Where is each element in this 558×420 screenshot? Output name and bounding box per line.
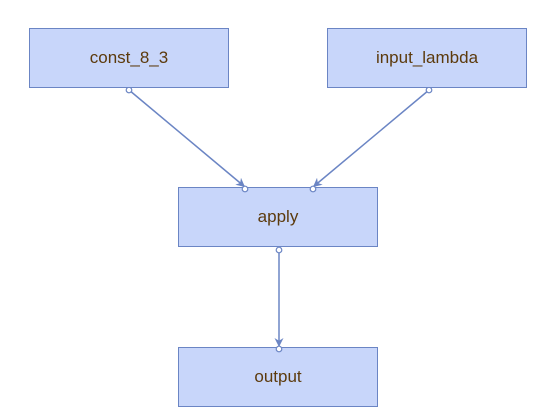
node-label: output (254, 367, 302, 386)
node-label: const_8_3 (89, 48, 169, 67)
node-input-lambda[interactable]: input_lambda (327, 28, 527, 88)
node-label: input_lambda (375, 48, 479, 67)
port-const-out (125, 86, 133, 94)
edge-const-to-apply (125, 86, 246, 188)
node-apply[interactable]: apply (178, 187, 378, 247)
node-const-8-3[interactable]: const_8_3 (29, 28, 229, 88)
edge-apply-to-output (274, 246, 284, 347)
port-apply-out (275, 246, 283, 254)
port-input-out (425, 86, 433, 94)
node-output[interactable]: output (178, 347, 378, 407)
node-label: apply (257, 207, 299, 226)
edge-input-to-apply (312, 86, 433, 188)
